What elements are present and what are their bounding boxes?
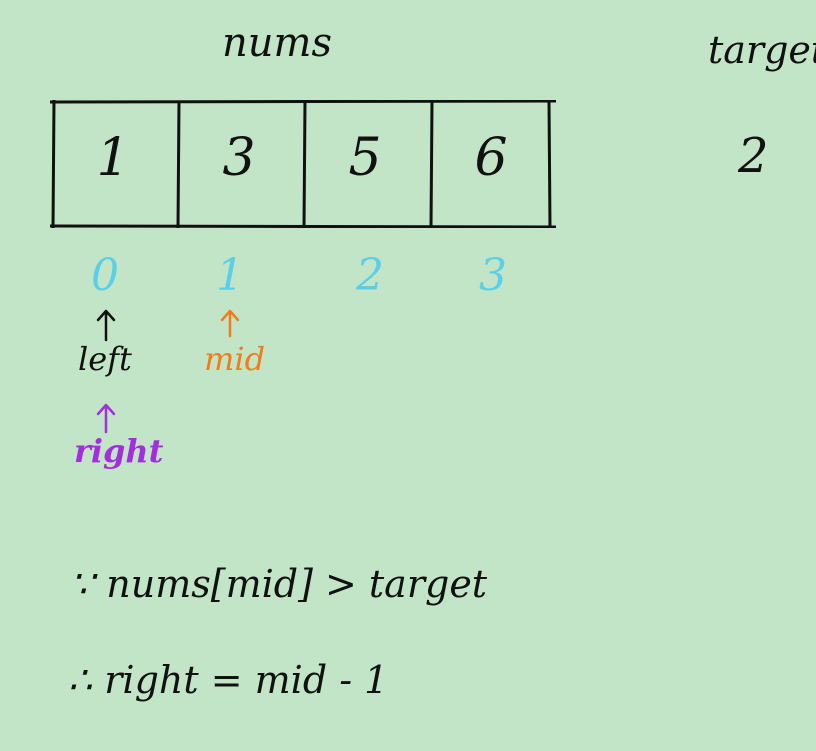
mid-pointer-label: mid xyxy=(204,340,266,378)
index-label-1: 1 xyxy=(216,250,244,301)
right-pointer-label: right xyxy=(74,432,164,470)
mid-arrow-icon xyxy=(220,309,240,338)
index-label-3: 3 xyxy=(479,250,507,301)
array-cell-3: 6 xyxy=(474,128,508,188)
conclusion-statement: ∴ right = mid - 1 xyxy=(68,658,389,702)
condition-statement: ∵ nums[mid] > target xyxy=(70,562,488,606)
array-cell-2: 5 xyxy=(348,128,382,188)
array-cell-1: 3 xyxy=(222,128,256,188)
index-label-2: 2 xyxy=(356,250,384,301)
array-title: nums xyxy=(222,20,332,66)
array-box xyxy=(50,100,556,228)
target-title: target xyxy=(708,28,816,72)
left-arrow-icon xyxy=(96,309,116,342)
array-cell-0: 1 xyxy=(96,128,130,188)
index-label-0: 0 xyxy=(91,250,119,301)
right-arrow-icon xyxy=(96,403,116,434)
left-pointer-label: left xyxy=(78,340,132,378)
target-value: 2 xyxy=(738,128,769,184)
